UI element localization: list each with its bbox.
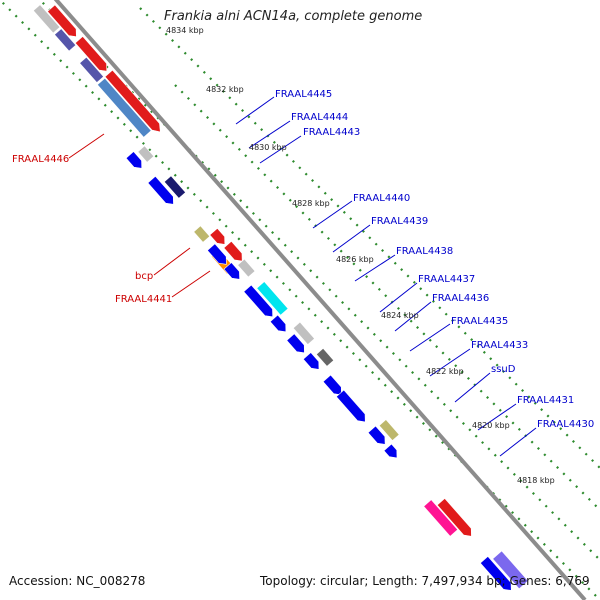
kbp-label-4820: 4820 kbp: [472, 421, 510, 430]
gene-label-ssuD[interactable]: ssuD: [491, 364, 516, 375]
gene-label-FRAAL4437[interactable]: FRAAL4437: [418, 274, 475, 285]
gene-feature-slate: [54, 28, 77, 52]
callout-ssuD: [454, 372, 491, 403]
gene-feature-pink: [423, 499, 459, 537]
gene-FRAAL4439: [223, 262, 240, 280]
gene-label-FRAAL4444[interactable]: FRAAL4444: [291, 112, 348, 123]
callout-FRAAL4430: [499, 427, 537, 457]
accession-text: Accession: NC_008278: [9, 574, 146, 588]
outer-strand: [125, 145, 529, 591]
gene-FRAAL4440: [207, 243, 227, 265]
gene-label-FRAAL4438[interactable]: FRAAL4438: [396, 246, 453, 257]
callout-bcp: [153, 247, 191, 276]
gene-feature-silver: [292, 321, 315, 345]
gene-feature-slate: [79, 56, 105, 84]
gene-label-bcp[interactable]: bcp: [135, 271, 153, 282]
genome-title: Frankia alni ACN14a, complete genome: [164, 9, 423, 24]
kbp-label-4826: 4826 kbp: [336, 255, 374, 264]
gene-bcp-block: [193, 225, 243, 275]
callout-FRAAL4445: [235, 96, 275, 125]
gene-feature-red: [436, 498, 472, 537]
gene-feature-red: [74, 35, 108, 72]
tick-track-outer: [139, 7, 600, 470]
gene-label-FRAAL4446[interactable]: FRAAL4446: [12, 154, 69, 165]
callout-FRAAL4440: [312, 200, 353, 229]
topology-text: Topology: circular; Length: 7,497,934 bp…: [260, 574, 590, 588]
gene-label-FRAAL4439[interactable]: FRAAL4439: [371, 216, 428, 227]
genome-backbone: [53, 0, 587, 600]
gene-FRAAL4431: [378, 419, 400, 442]
gene-label-FRAAL4431[interactable]: FRAAL4431: [517, 395, 574, 406]
gene-feature-cyan: [256, 281, 289, 316]
kbp-label-4822: 4822 kbp: [426, 367, 464, 376]
gene-features: [32, 4, 529, 591]
gene-feature-red: [209, 227, 226, 245]
gene-bcp: [193, 225, 211, 243]
kbp-label-4832: 4832 kbp: [206, 85, 244, 94]
gene-feature-red: [47, 4, 77, 38]
callout-FRAAL4436: [394, 301, 432, 332]
kbp-labels: 4834 kbp 4832 kbp 4830 kbp 4828 kbp 4826…: [166, 26, 555, 485]
callout-FRAAL4431: [477, 403, 517, 431]
gene-FRAAL4437: [243, 284, 273, 318]
gene-FRAAL4435: [286, 333, 305, 354]
gene-feature-navy: [163, 175, 186, 199]
gene-ssuD: [322, 374, 342, 396]
kbp-label-4830: 4830 kbp: [249, 143, 287, 152]
callout-FRAAL4438: [354, 254, 396, 282]
gene-feature-blue: [335, 389, 366, 423]
callout-lines: [68, 96, 537, 457]
callout-FRAAL4446: [68, 133, 105, 159]
gene-label-FRAAL4445[interactable]: FRAAL4445: [275, 89, 332, 100]
gene-FRAAL4433: [302, 352, 320, 370]
gene-feature-red: [104, 69, 161, 133]
gene-FRAAL4446: [96, 77, 152, 138]
gene-feature-blue: [383, 443, 398, 459]
callout-FRAAL4444: [248, 120, 291, 149]
gene-FRAAL4444: [125, 151, 143, 169]
kbp-label-4828: 4828 kbp: [292, 199, 330, 208]
gene-feature-grey: [32, 4, 61, 34]
kbp-label-4824: 4824 kbp: [381, 311, 419, 320]
gene-FRAAL4430: [367, 425, 386, 445]
gene-FRAAL4443: [147, 175, 174, 205]
gene-feature-blue-large: [479, 555, 512, 591]
gene-label-FRAAL4436[interactable]: FRAAL4436: [432, 293, 489, 304]
kbp-label-4834: 4834 kbp: [166, 26, 204, 35]
callout-FRAAL4437: [379, 282, 418, 313]
gene-pink-block: [423, 498, 472, 537]
gene-FRAAL4446-block: [32, 4, 161, 138]
gene-label-FRAAL4435[interactable]: FRAAL4435: [451, 316, 508, 327]
callout-FRAAL4433: [429, 348, 471, 377]
gene-label-FRAAL4430[interactable]: FRAAL4430: [537, 419, 594, 430]
callout-FRAAL4435: [409, 323, 451, 352]
kbp-label-4818: 4818 kbp: [517, 476, 555, 485]
gene-FRAAL4436: [269, 314, 287, 333]
callout-FRAAL4441: [171, 270, 211, 298]
gene-label-FRAAL4433[interactable]: FRAAL4433: [471, 340, 528, 351]
gene-feature-purple: [492, 550, 529, 590]
gene-FRAAL4445: [137, 145, 155, 163]
callout-FRAAL4439: [332, 224, 371, 253]
gene-FRAAL4438: [237, 258, 256, 278]
gene-feature-red: [223, 240, 243, 262]
gene-labels: FRAAL4445 FRAAL4444 FRAAL4443 FRAAL4446 …: [12, 89, 594, 430]
gene-feature-darkgrey: [315, 347, 335, 367]
gene-label-FRAAL4443[interactable]: FRAAL4443: [303, 127, 360, 138]
callout-FRAAL4443: [259, 135, 302, 164]
gene-label-FRAAL4441[interactable]: FRAAL4441: [115, 294, 172, 305]
gene-label-FRAAL4440[interactable]: FRAAL4440: [353, 193, 410, 204]
